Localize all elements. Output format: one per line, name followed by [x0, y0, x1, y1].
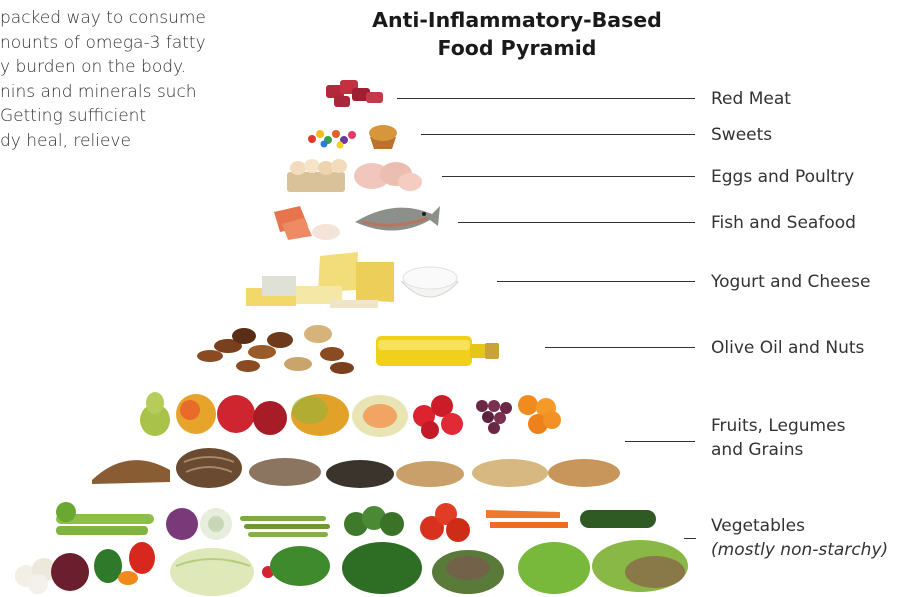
leader-line-olive-oil-nuts — [545, 347, 695, 348]
greens-icon — [262, 546, 330, 586]
grapes-icon — [476, 400, 512, 434]
chicken-icon — [354, 162, 422, 191]
cheese-icon — [246, 252, 394, 308]
carrots-icon — [486, 510, 568, 528]
yogurt-bowl-icon — [402, 267, 458, 297]
cabbage-icon — [166, 508, 232, 540]
label-fruits-grains: Fruits, Legumes and Grains — [711, 414, 845, 462]
celery-icon — [56, 502, 154, 535]
strawberries-icon — [413, 395, 463, 439]
red-meat-icon — [326, 80, 383, 107]
label-fish-seafood: Fish and Seafood — [711, 211, 856, 235]
label-yogurt-cheese: Yogurt and Cheese — [711, 270, 870, 294]
whole-fish-icon — [355, 206, 440, 231]
melon-icon — [352, 395, 408, 437]
label-fruits-grains-line-1: Fruits, Legumes — [711, 414, 845, 438]
eggs-carton-icon — [287, 159, 347, 192]
wild-rice-icon — [249, 458, 321, 486]
label-olive-oil-nuts: Olive Oil and Nuts — [711, 336, 864, 360]
pear-icon — [140, 392, 170, 436]
label-vegetables-line-1: Vegetables — [711, 514, 888, 538]
black-rice-icon — [326, 460, 394, 488]
olive-oil-bottle-icon — [376, 336, 499, 366]
leader-line-yogurt-cheese — [497, 281, 695, 282]
rye-bread-icon — [176, 448, 242, 488]
red-apple-icon — [217, 395, 287, 435]
leaf-lettuce-icon — [432, 550, 504, 594]
asparagus-icon — [240, 516, 330, 537]
spinach-icon — [342, 542, 422, 594]
apple-icon — [176, 394, 216, 434]
label-sweets: Sweets — [711, 123, 772, 147]
grains-icon — [548, 459, 620, 487]
salmon-icon — [274, 206, 312, 240]
oats-icon — [472, 459, 548, 487]
lentils-icon — [396, 461, 464, 487]
shrimp-icon — [312, 224, 340, 240]
label-fruits-grains-line-2: and Grains — [711, 438, 845, 462]
tomatoes-icon — [420, 503, 470, 542]
peppers-icon — [94, 542, 155, 585]
broccoli-icon — [344, 506, 404, 536]
leader-line-fruits-grains — [625, 441, 695, 442]
leader-line-sweets — [421, 134, 695, 135]
leader-line-eggs-poultry — [442, 176, 695, 177]
garlic-icon — [15, 558, 56, 594]
oranges-icon — [518, 395, 561, 434]
nuts-icon — [197, 325, 354, 374]
mango-icon — [291, 394, 349, 436]
leader-line-red-meat — [397, 98, 695, 99]
cucumber-icon — [580, 510, 656, 528]
label-red-meat: Red Meat — [711, 87, 791, 111]
lettuce-icon — [518, 540, 688, 594]
bread-icon — [92, 460, 170, 484]
candy-icon — [308, 130, 356, 149]
label-eggs-poultry: Eggs and Poultry — [711, 165, 854, 189]
leader-line-vegetables — [684, 538, 696, 539]
muffin-icon — [369, 125, 397, 149]
label-vegetables: Vegetables (mostly non-starchy) — [711, 514, 888, 562]
label-vegetables-note: (mostly non-starchy) — [711, 538, 888, 562]
napa-cabbage-icon — [170, 548, 254, 596]
onion-icon — [51, 553, 89, 591]
leader-line-fish-seafood — [458, 222, 695, 223]
